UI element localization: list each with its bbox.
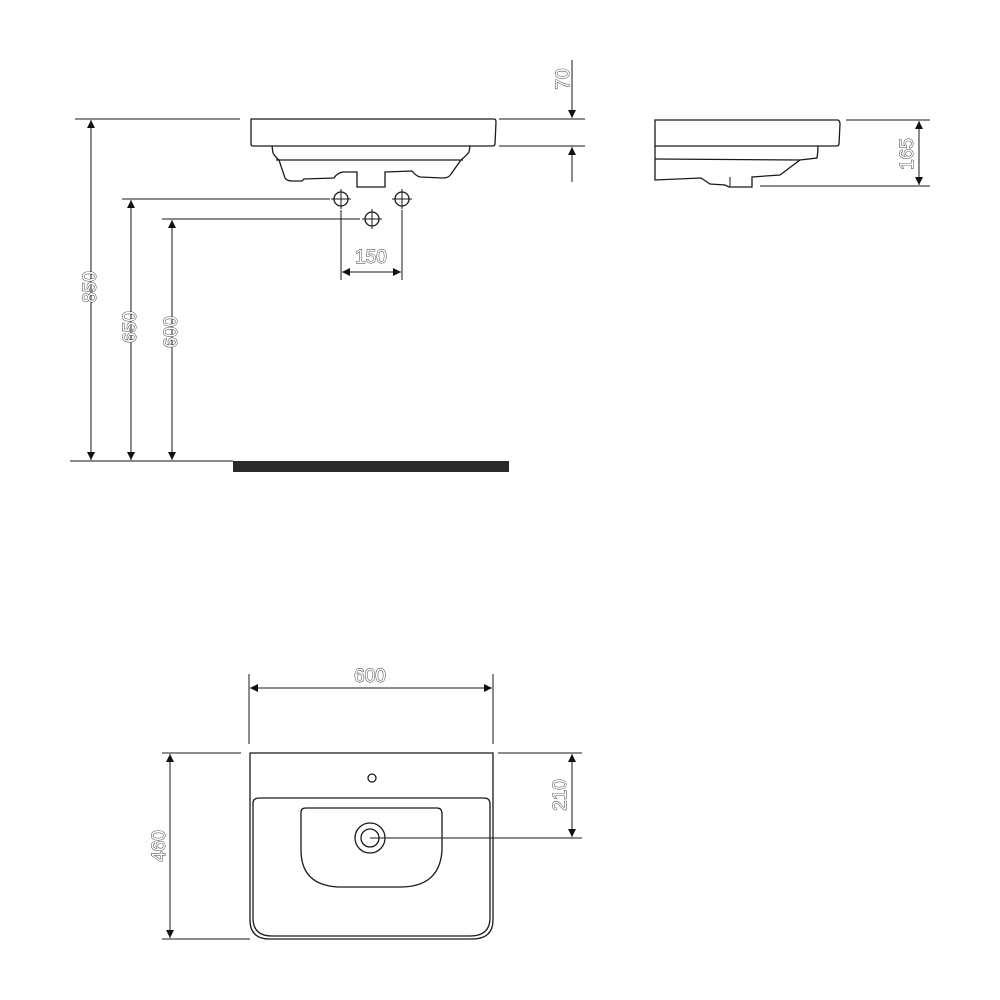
- svg-text:165: 165: [897, 138, 918, 170]
- dimension-150: 150: [342, 247, 401, 276]
- basin-front-outline: [250, 118, 497, 188]
- dimension-460: 460: [149, 754, 174, 938]
- svg-text:600: 600: [354, 666, 386, 687]
- svg-text:150: 150: [355, 247, 387, 268]
- dimension-210: 210: [550, 754, 576, 837]
- svg-text:70: 70: [553, 68, 574, 89]
- dimension-165: 165: [897, 121, 923, 185]
- svg-text:460: 460: [149, 830, 170, 862]
- svg-text:600: 600: [161, 316, 182, 348]
- floor-line: [233, 461, 509, 472]
- side-elevation: 165: [654, 119, 930, 188]
- dimension-600-width: 600: [250, 666, 492, 692]
- basin-side-outline: [654, 119, 841, 188]
- front-elevation: 850 650 600 150 70: [70, 60, 585, 472]
- supply-hole-left: [331, 189, 351, 209]
- svg-text:850: 850: [80, 271, 101, 303]
- waste-hole: [362, 209, 382, 229]
- svg-text:650: 650: [120, 311, 141, 343]
- tap-hole: [367, 773, 377, 783]
- dimension-600-height: 600: [161, 220, 182, 460]
- basin-plan-outline: [249, 752, 494, 940]
- dimension-650: 650: [120, 200, 141, 460]
- dimension-70: 70: [553, 60, 576, 182]
- supply-hole-right: [392, 189, 412, 209]
- bowl-outline: [300, 807, 443, 888]
- plan-view: 600 460 210: [149, 666, 582, 940]
- svg-text:210: 210: [550, 779, 571, 811]
- dimension-850: 850: [80, 120, 101, 460]
